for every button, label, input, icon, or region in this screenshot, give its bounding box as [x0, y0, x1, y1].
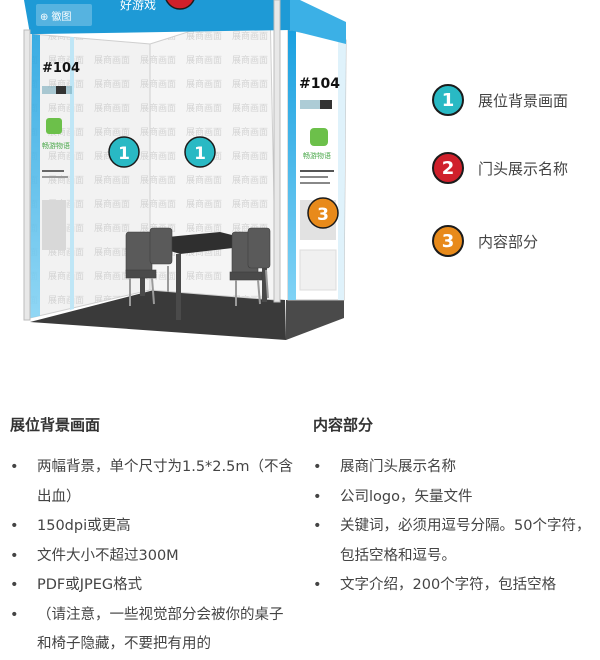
background-spec-list: 两幅背景，单个尺寸为1.5*2.5m（不含出血） 150dpi或更高 文件大小不…: [10, 453, 295, 660]
marker-2-header: [165, 0, 195, 10]
list-item: 150dpi或更高: [10, 512, 295, 542]
list-item: 两幅背景，单个尺寸为1.5*2.5m（不含出血）: [10, 453, 295, 512]
marker-3-right-panel: 3: [307, 197, 339, 229]
svg-text:畅游物语: 畅游物语: [303, 151, 331, 160]
legend-label-background: 展位背景画面: [478, 91, 569, 110]
booth-floor: [30, 290, 286, 340]
list-item: （请注意，一些视觉部分会被你的桌子和椅子隐藏，不要把有用的: [10, 601, 295, 660]
svg-text:畅游物语: 畅游物语: [42, 141, 70, 150]
legend-item-content: 3 内容部分: [432, 225, 538, 257]
background-spec-title: 展位背景画面: [10, 416, 101, 434]
legend-badge-1: 1: [432, 84, 464, 116]
content-spec-section: 内容部分 展商门头展示名称 公司logo，矢量文件 关键词，必须用逗号分隔。50…: [313, 414, 598, 601]
background-spec-section: 展位背景画面 两幅背景，单个尺寸为1.5*2.5m（不含出血） 150dpi或更…: [10, 414, 295, 660]
list-item: 文件大小不超过300M: [10, 542, 295, 572]
legend-label-content: 内容部分: [478, 232, 539, 251]
list-item: 公司logo，矢量文件: [313, 483, 598, 513]
content-spec-list: 展商门头展示名称 公司logo，矢量文件 关键词，必须用逗号分隔。50个字符，包…: [313, 453, 598, 601]
svg-text:1: 1: [118, 144, 130, 164]
header-fascia: [24, 0, 290, 34]
legend-label-header-name: 门头展示名称: [478, 159, 569, 178]
legend-item-header-name: 2 门头展示名称: [432, 152, 568, 184]
svg-text:好游戏: 好游戏: [120, 0, 156, 12]
svg-text:1: 1: [194, 144, 206, 164]
marker-1-left-wall: 1: [108, 136, 140, 168]
list-item: 文字介绍，200个字符，包括空格: [313, 571, 598, 601]
list-item: 展商门头展示名称: [313, 453, 598, 483]
booth-number-left: #104: [42, 61, 80, 76]
booth-number-right: #104: [299, 76, 340, 92]
list-item: PDF或JPEG格式: [10, 571, 295, 601]
legend-badge-3: 3: [432, 225, 464, 257]
content-spec-title: 内容部分: [313, 416, 374, 434]
legend-item-background: 1 展位背景画面: [432, 84, 568, 116]
booth-illustration: 展商画面 ⊕ 徽图 好游戏 #104 畅游物语 #104 畅游物语: [23, 0, 347, 340]
legend-badge-2: 2: [432, 152, 464, 184]
svg-text:⊕ 徽图: ⊕ 徽图: [40, 10, 72, 23]
list-item: 关键词，必须用逗号分隔。50个字符，包括空格和逗号。: [313, 512, 598, 571]
marker-1-back-wall: 1: [184, 136, 216, 168]
svg-text:3: 3: [317, 205, 329, 225]
